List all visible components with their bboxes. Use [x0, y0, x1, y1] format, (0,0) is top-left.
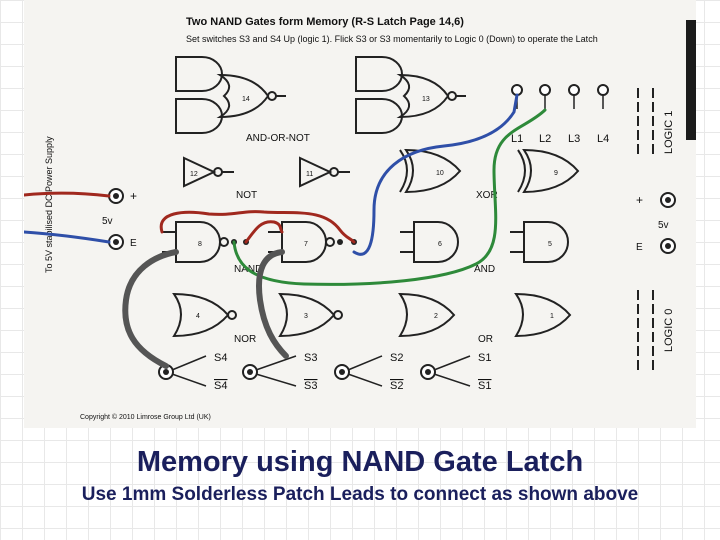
- or-gates: [398, 292, 572, 338]
- and-or-not-group-left: [175, 56, 286, 134]
- switch-s2[interactable]: [334, 355, 383, 387]
- gate-number-13: 13: [422, 96, 430, 103]
- led-1: [511, 84, 523, 96]
- board-title: Two NAND Gates form Memory (R-S Latch Pa…: [186, 16, 464, 28]
- gate-number-12: 12: [190, 171, 198, 178]
- gate-number-3: 3: [304, 313, 308, 320]
- switch-label-s1: S1: [478, 352, 491, 364]
- gate-number-4: 4: [196, 313, 200, 320]
- caption-subtitle: Use 1mm Solderless Patch Leads to connec…: [81, 484, 639, 505]
- gate-number-6: 6: [438, 241, 442, 248]
- led-label-l3: L3: [568, 133, 580, 145]
- label-not: NOT: [236, 190, 257, 201]
- wire-gray-s3: [256, 249, 289, 359]
- led-3: [568, 84, 580, 96]
- logic1-label: LOGIC 1: [663, 111, 675, 154]
- gate-number-8: 8: [198, 241, 202, 248]
- gate-number-11: 11: [306, 171, 313, 178]
- plus-left: +: [130, 189, 137, 203]
- gate-number-5: 5: [548, 241, 552, 248]
- label-nor: NOR: [234, 334, 256, 345]
- label-or: OR: [478, 334, 493, 345]
- switch-label-s3-bar: S3: [304, 380, 317, 392]
- nor-gates: [172, 292, 343, 338]
- and-or-not-group-right: [355, 56, 466, 134]
- led-label-l4: L4: [597, 133, 609, 145]
- wire-blue-supply: [22, 230, 111, 244]
- board-svg: Two NAND Gates form Memory (R-S Latch Pa…: [22, 0, 696, 428]
- gate-number-2: 2: [434, 313, 438, 320]
- logic0-label: LOGIC 0: [663, 309, 675, 352]
- label-and: AND: [474, 264, 495, 275]
- switch-s1[interactable]: [420, 355, 471, 387]
- switch-s3[interactable]: [242, 355, 297, 387]
- caption-title: Memory using NAND Gate Latch: [136, 446, 584, 478]
- logic1-rail: [637, 88, 654, 158]
- five-v-right: 5v: [658, 220, 669, 231]
- wire-green-output: [232, 108, 547, 286]
- logic-board: Two NAND Gates form Memory (R-S Latch Pa…: [22, 0, 696, 428]
- power-right: [660, 192, 676, 254]
- label-and-or-not: AND-OR-NOT: [246, 133, 310, 144]
- wire-blue-output: [352, 93, 519, 256]
- wire-red-cross: [244, 220, 284, 244]
- switch-label-s3: S3: [304, 352, 317, 364]
- gate-number-1: 1: [550, 313, 554, 320]
- led-4: [597, 84, 609, 96]
- wire-red-supply: [22, 191, 111, 198]
- power-supply-label: To 5V stabilised DC Power Supply: [44, 136, 54, 273]
- led-2: [539, 84, 551, 96]
- gate-number-9: 9: [554, 170, 558, 177]
- e-right: E: [636, 242, 643, 253]
- led-label-l1: L1: [511, 133, 523, 145]
- board-subtitle: Set switches S3 and S4 Up (logic 1). Fli…: [186, 34, 598, 44]
- five-v-left: 5v: [102, 216, 113, 227]
- e-left: E: [130, 238, 137, 249]
- switch-label-s2: S2: [390, 352, 403, 364]
- wire-gray-s4: [122, 249, 179, 369]
- plus-right: +: [636, 193, 643, 207]
- led-label-l2: L2: [539, 133, 551, 145]
- nand-gates: [162, 221, 335, 263]
- copyright-text: Copyright © 2010 Limrose Group Ltd (UK): [80, 413, 211, 421]
- switch-label-s4: S4: [214, 352, 227, 364]
- gate-number-14: 14: [242, 96, 250, 103]
- switch-label-s1-bar: S1: [478, 380, 491, 392]
- switch-label-s2-bar: S2: [390, 380, 403, 392]
- not-gates: [183, 156, 350, 188]
- gate-number-10: 10: [436, 170, 444, 177]
- gate-number-7: 7: [304, 241, 308, 248]
- wire-red-feedback: [159, 210, 356, 244]
- switch-label-s4-bar: S4: [214, 380, 227, 392]
- board-edge-strip: [686, 20, 696, 140]
- board-sheet: [24, 0, 696, 428]
- label-xor: XOR: [476, 190, 498, 201]
- xor-gates: [399, 148, 580, 194]
- and-gates: [400, 221, 569, 263]
